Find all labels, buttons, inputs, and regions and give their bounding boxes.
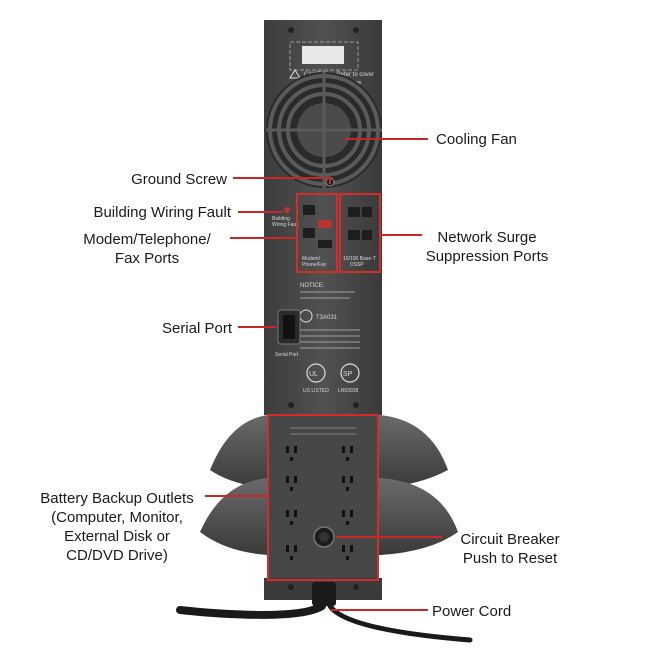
- power-cord: [176, 582, 473, 643]
- svg-text:SP: SP: [343, 371, 353, 378]
- notice-block: NOTICE: T3A031 UL US LISTED SP LR63938: [299, 283, 360, 394]
- callout-battery-outlets: Battery Backup Outlets (Computer, Monito…: [32, 489, 202, 565]
- serial-port: Serial Port: [275, 309, 301, 358]
- outlet: [342, 476, 353, 491]
- mid-right-screw: [353, 402, 359, 408]
- svg-text:Phone/Fax: Phone/Fax: [302, 262, 327, 268]
- svg-text:DSSP: DSSP: [350, 262, 364, 268]
- top-left-screw: [288, 27, 294, 33]
- svg-text:NOTICE:: NOTICE:: [300, 283, 325, 289]
- svg-text:UL: UL: [309, 371, 318, 378]
- top-right-screw: [353, 27, 359, 33]
- leader-lines: [205, 138, 442, 611]
- callout-battery-outlets-line3: External Disk or: [64, 528, 170, 545]
- circuit-breaker-button[interactable]: [313, 526, 335, 548]
- callout-network-surge-line1: Network Surge: [437, 229, 537, 246]
- callout-battery-outlets-line4: CD/DVD Drive): [66, 547, 168, 564]
- callout-circuit-breaker: Circuit Breaker Push to Reset: [450, 530, 570, 568]
- callout-modem-ports-line1: Modem/Telephone/: [83, 231, 211, 248]
- bottom-left-screw: [288, 584, 294, 590]
- bottom-right-screw: [353, 584, 359, 590]
- svg-text:Building: Building: [272, 216, 290, 222]
- outlet: [286, 446, 297, 461]
- callout-modem-ports-line2: Fax Ports: [114, 250, 180, 267]
- modem-phone-fax-ports: Modem/ Phone/Fax: [296, 193, 338, 273]
- outlet: [286, 476, 297, 491]
- battery-backup-outlets: [267, 414, 379, 581]
- callout-battery-outlets-line1: Battery Backup Outlets: [40, 490, 194, 507]
- callout-serial-port: Serial Port: [161, 320, 232, 337]
- svg-text:T3A031: T3A031: [316, 315, 338, 321]
- callout-modem-ports: Modem/Telephone/ Fax Ports: [72, 230, 222, 268]
- callout-network-surge-line2: Suppression Ports: [425, 248, 549, 265]
- network-port-label: 10/100 Base-T: [343, 256, 376, 262]
- outlet: [342, 510, 353, 525]
- outlet: [342, 446, 353, 461]
- mid-left-screw: [288, 402, 294, 408]
- building-wiring-fault-indicator: Building Wiring Fault: [272, 207, 299, 228]
- modem-port-label: Modem/: [302, 256, 321, 262]
- svg-text:Wiring Fault: Wiring Fault: [272, 222, 299, 228]
- callout-circuit-breaker-line2: Push to Reset: [462, 550, 558, 567]
- csa-text: LR63938: [338, 388, 359, 394]
- callout-cooling-fan: Cooling Fan: [436, 131, 517, 148]
- ul-text: US LISTED: [303, 388, 329, 394]
- callout-network-surge: Network Surge Suppression Ports: [420, 228, 554, 266]
- callout-power-cord: Power Cord: [432, 603, 512, 620]
- callout-building-wiring-fault: Building Wiring Fault: [93, 204, 231, 221]
- outlet: [286, 545, 297, 560]
- callout-ground-screw: Ground Screw: [131, 171, 227, 188]
- callout-circuit-breaker-line1: Circuit Breaker: [460, 531, 560, 548]
- outlet: [286, 510, 297, 525]
- outlet: [342, 545, 353, 560]
- cooling-fan: [266, 72, 382, 188]
- callout-battery-outlets-line2: (Computer, Monitor,: [51, 509, 183, 526]
- svg-text:Serial Port: Serial Port: [275, 352, 299, 358]
- network-surge-ports: 10/100 Base-T DSSP: [339, 193, 381, 273]
